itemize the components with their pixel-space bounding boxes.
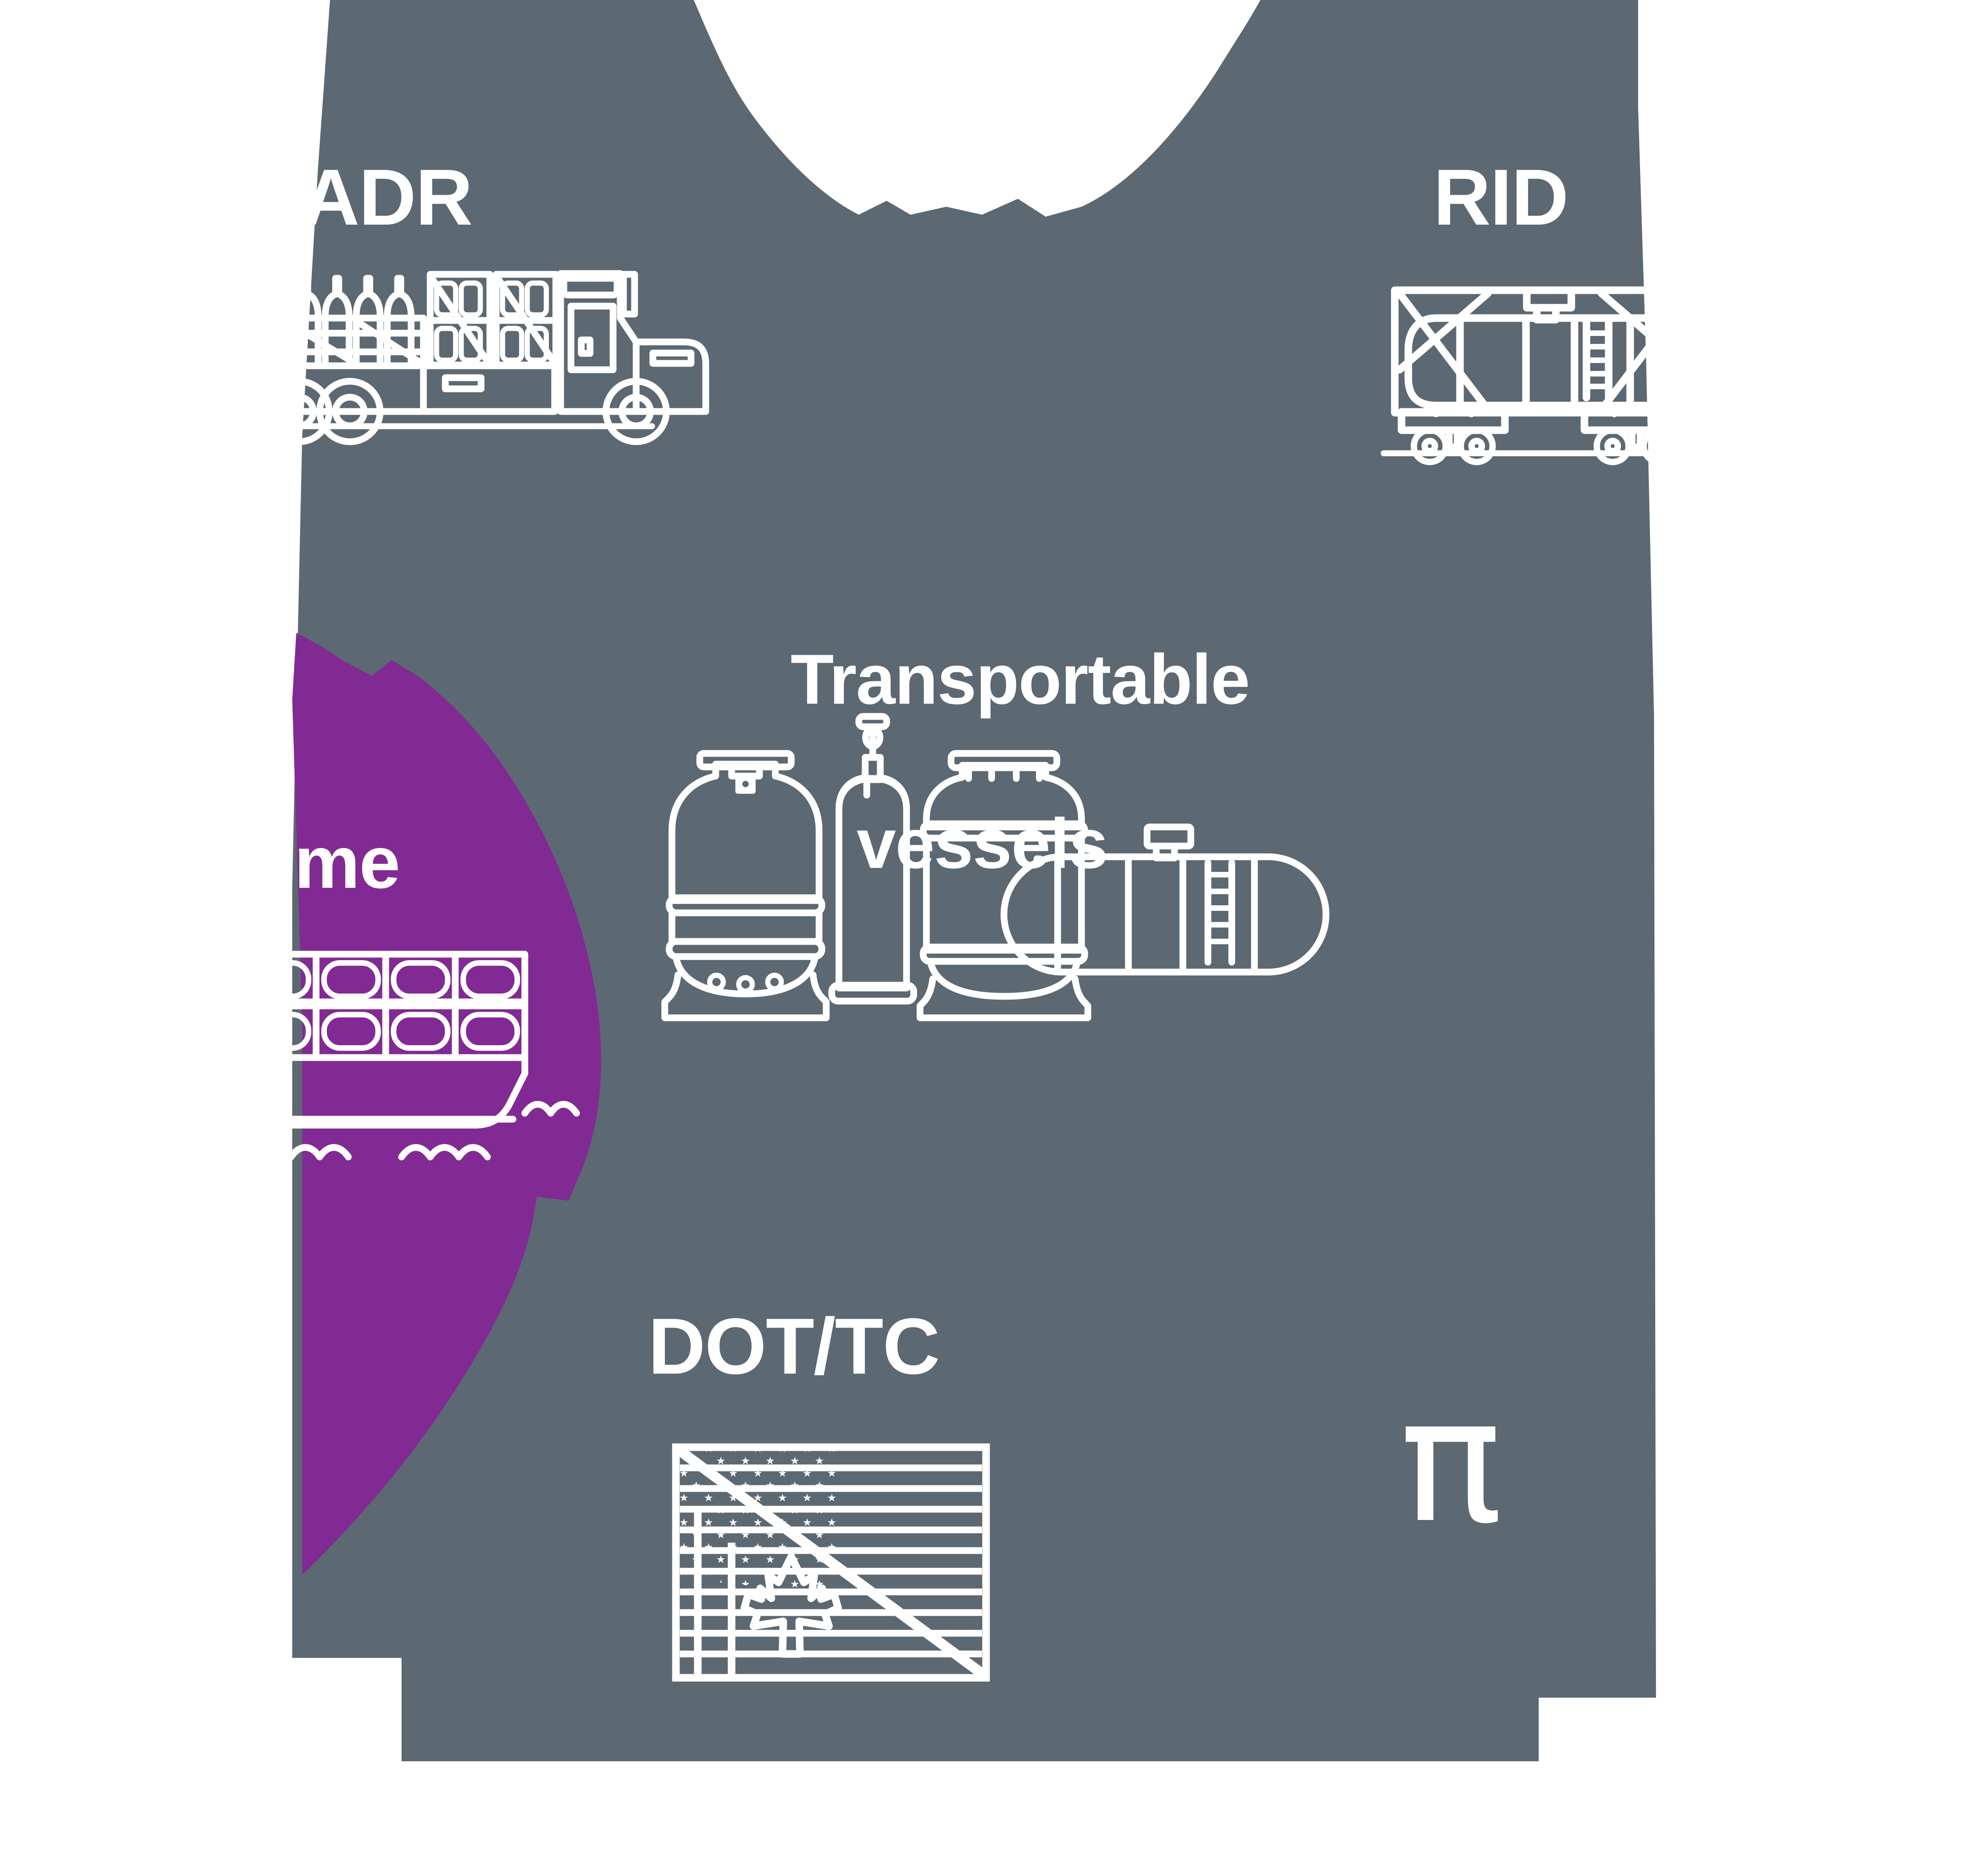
lpg-cylinder-icon	[661, 750, 830, 1021]
rail-tank-car-icon	[1380, 286, 1709, 465]
segment-label-adr: ADR	[302, 153, 473, 242]
transportable-vessels-icons	[661, 713, 1330, 1021]
segment-label-rid: RID	[1433, 153, 1569, 242]
center-title-line-2: vessels	[856, 804, 1109, 883]
segment-label-dot-tc: DOT/TC	[648, 1302, 940, 1391]
center-title: Transportable vessels	[660, 557, 1304, 1049]
container-ship-icon	[20, 871, 580, 1161]
segment-label-maritime: Maritime	[101, 821, 400, 904]
propane-tank-cylinder-icon	[916, 750, 1091, 1021]
pi-symbol-icon: π	[1400, 1362, 1503, 1561]
rho-symbol-icon: ρ	[1710, 953, 1811, 1138]
center-title-line-1: Transportable	[790, 640, 1250, 719]
high-pressure-gas-cylinder-icon	[828, 713, 917, 1005]
cylinder-truck-icon	[208, 270, 709, 445]
us-canada-flag-icon	[672, 1443, 990, 1682]
horizontal-storage-tank-icon	[1000, 823, 1330, 976]
